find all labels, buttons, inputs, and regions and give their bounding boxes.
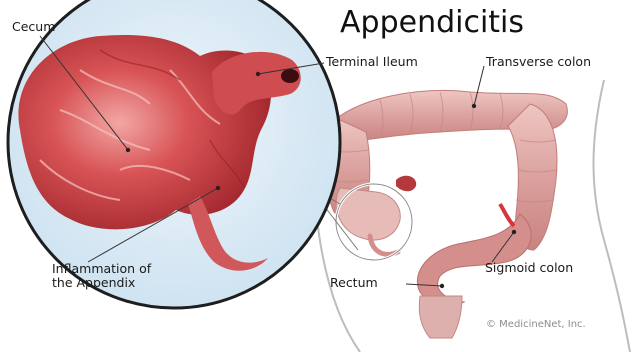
- label-rectum: Rectum: [330, 276, 378, 290]
- rectum-pointer-dot: [440, 284, 444, 288]
- cecum-pointer-dot: [126, 148, 130, 152]
- transverse-colon-pointer-dot: [472, 104, 476, 108]
- label-sigmoid-colon: Sigmoid colon: [485, 261, 573, 275]
- diagram-title: Appendicitis: [340, 6, 524, 41]
- label-cecum: Cecum: [12, 20, 55, 34]
- appendix-pointer-dot: [216, 186, 220, 190]
- sigmoid-colon-pointer-dot: [512, 230, 516, 234]
- copyright-credit: © MedicineNet, Inc.: [486, 319, 586, 331]
- label-inflammation-of-appendix: Inflammation of the Appendix: [52, 262, 151, 291]
- terminal-ileum-pointer-dot: [256, 72, 260, 76]
- label-inflammation-line2: the Appendix: [52, 276, 151, 290]
- large-intestine: [324, 90, 567, 338]
- label-terminal-ileum: Terminal Ileum: [326, 55, 418, 69]
- label-inflammation-line1: Inflammation of: [52, 262, 151, 276]
- label-transverse-colon: Transverse colon: [486, 55, 591, 69]
